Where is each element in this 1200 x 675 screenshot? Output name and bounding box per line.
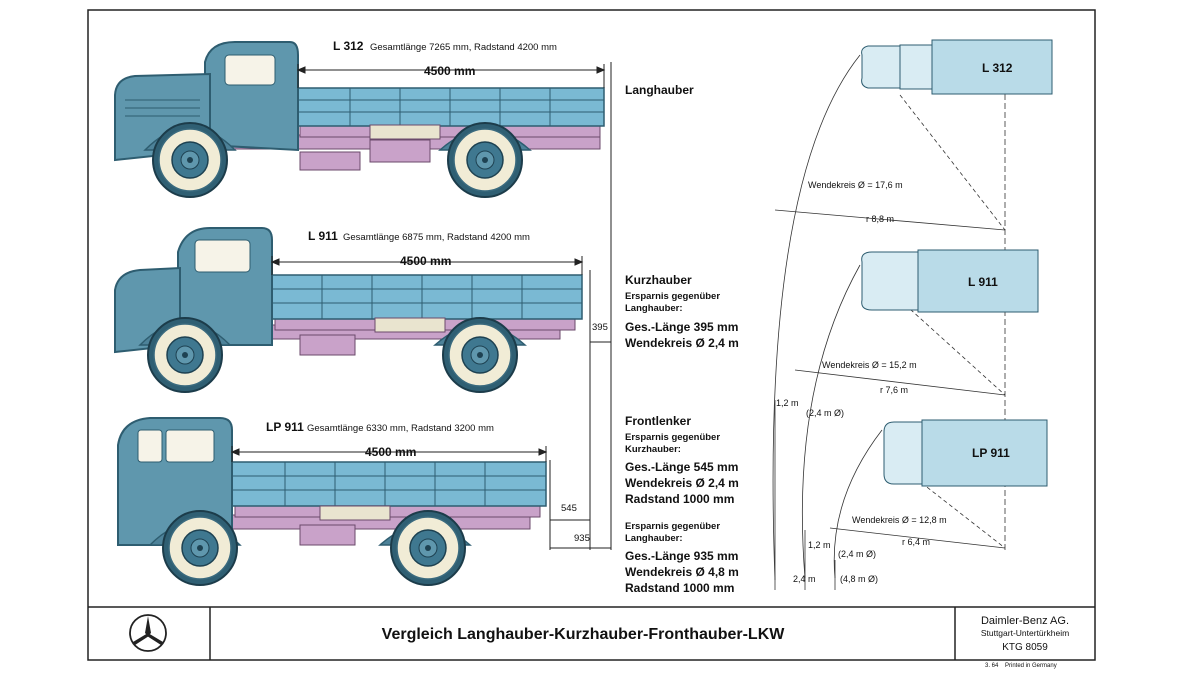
turn-lp911-circle: Wendekreis Ø = 12,8 m [852,515,947,525]
footer-company: Daimler-Benz AG. [981,615,1069,627]
truck2-bed-length: 4500 mm [400,254,451,268]
truck2-spec: Gesamtlänge 6875 mm, Radstand 4200 mm [343,232,530,243]
front-g2-header-2: Langhauber: [625,533,683,544]
turn-lp911-diff2-paren: (4,8 m Ø) [840,574,878,584]
front-g2-header-1: Ersparnis gegenüber [625,521,720,532]
front-g2-length: Ges.-Länge 935 mm [625,549,738,563]
topview-l312-label: L 312 [982,61,1013,75]
footer-date: 3. 64 [985,663,999,669]
topview-l911-label: L 911 [968,275,998,289]
turn-l312-circle: Wendekreis Ø = 17,6 m [808,180,903,190]
kurz-length-saving: Ges.-Länge 395 mm [625,320,738,334]
truck3-category: Frontlenker [625,414,691,428]
footer [88,606,1095,660]
front-g1-wheelbase: Radstand 1000 mm [625,492,734,506]
turn-lp911-diff-paren: (2,4 m Ø) [838,549,876,559]
front-g1-turn: Wendekreis Ø 2,4 m [625,476,739,490]
topview-l911 [861,249,1039,313]
turning-diagram [772,40,1006,590]
topview-lp911-label: LP 911 [972,446,1010,460]
kurz-savings-header-2: Langhauber: [625,303,683,314]
footer-printed: Printed in Germany [1005,663,1057,669]
truck3-spec: Gesamtlänge 6330 mm, Radstand 3200 mm [307,423,494,434]
turn-l312-radius: r 8,8 m [866,214,894,224]
truck1-spec: Gesamtlänge 7265 mm, Radstand 4200 mm [370,42,557,53]
front-g2-wheelbase: Radstand 1000 mm [625,581,734,595]
topview-lp911 [883,419,1048,487]
footer-title: Vergleich Langhauber-Kurzhauber-Fronthau… [382,626,786,643]
turn-lp911-diff: 1,2 m [808,540,831,550]
topview-l312 [861,39,1053,95]
front-g1-length: Ges.-Länge 545 mm [625,460,738,474]
turn-l911-circle: Wendekreis Ø = 15,2 m [822,360,917,370]
truck3-model: LP 911 [266,420,304,434]
truck1-bed-length: 4500 mm [424,64,475,78]
diff-935: 935 [574,533,590,544]
dimension-lines [230,62,612,550]
front-g1-header-2: Kurzhauber: [625,444,681,455]
front-g2-turn: Wendekreis Ø 4,8 m [625,565,739,579]
truck1-model: L 312 [333,39,364,53]
truck2-model: L 911 [308,229,338,243]
truck-l911 [114,227,583,393]
truck1-category: Langhauber [625,83,694,97]
front-g1-header-1: Ersparnis gegenüber [625,432,720,443]
truck2-category: Kurzhauber [625,273,692,287]
truck-lp911 [117,417,547,586]
labels: L 312 Gesamtlänge 7265 mm, Radstand 4200… [266,39,1069,669]
kurz-savings-header-1: Ersparnis gegenüber [625,291,720,302]
turn-l911-radius: r 7,6 m [880,385,908,395]
diff-545: 545 [561,503,577,514]
turn-l911-diff-paren: (2,4 m Ø) [806,408,844,418]
truck3-bed-length: 4500 mm [365,445,416,459]
truck-l312 [114,41,605,198]
turn-lp911-radius: r 6,4 m [902,537,930,547]
turn-l911-diff: 1,2 m [776,398,799,408]
mercedes-star-logo [129,614,167,652]
footer-code: KTG 8059 [1002,642,1048,653]
diff-395: 395 [592,322,608,333]
kurz-turn-saving: Wendekreis Ø 2,4 m [625,336,739,350]
footer-city: Stuttgart-Untertürkheim [981,628,1069,638]
turn-lp911-diff2: 2,4 m [793,574,816,584]
